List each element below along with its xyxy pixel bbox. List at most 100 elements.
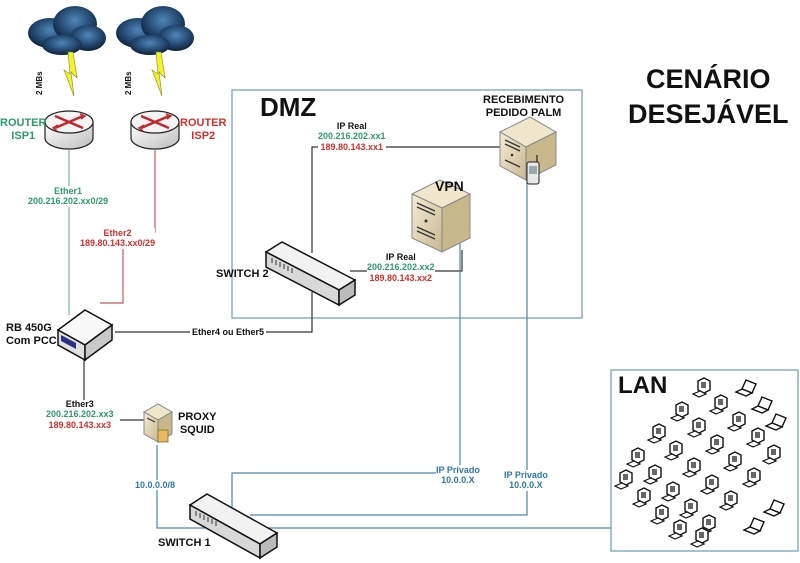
vpn-real-ip-green: 200.216.202.xx2: [367, 262, 435, 273]
proxy-label: PROXY SQUID: [178, 411, 217, 436]
lan-laptop-icon: [750, 396, 773, 414]
lan-zone: [610, 369, 799, 552]
cloud-icon: [28, 6, 106, 55]
diagram-title: CENÁRIO DESEJÁVEL: [628, 62, 789, 131]
vpn-private-heading: IP Privado: [436, 465, 480, 475]
ether3-label: Ether3 200.216.202.xx3 189.80.143.xx3: [46, 399, 114, 430]
vpn-private-ip: 10.0.0.X: [441, 475, 475, 486]
switch-2-label: SWITCH 2: [216, 268, 269, 280]
ether1-ip: 200.216.202.xx0/29: [28, 196, 109, 207]
title-line1: CENÁRIO: [646, 64, 771, 94]
palm-real-ip-green: 200.216.202.xx1: [318, 131, 386, 142]
palm-private-ip: 10.0.0.X: [509, 480, 543, 491]
router-isp1-label: ROUTER ISP1: [0, 117, 46, 142]
vpn-real-ip-label: IP Real 200.216.202.xx2 189.80.143.xx2: [367, 252, 435, 283]
vpn-real-ip-red: 189.80.143.xx2: [369, 272, 433, 283]
router-isp2-label: ROUTER ISP2: [180, 117, 226, 142]
palm-real-heading: IP Real: [336, 121, 367, 131]
lan-laptop-icon: [762, 499, 785, 517]
ether2-name: Ether2: [103, 228, 132, 238]
vpn-real-heading: IP Real: [385, 252, 416, 262]
lan-desktop-icon: [726, 411, 746, 432]
router-isp2-line2: ISP2: [191, 129, 216, 142]
rb450g-line1: RB 450G: [6, 322, 52, 334]
lan-desktop-icon: [745, 427, 765, 448]
lan-desktop-icon: [660, 481, 680, 502]
rb450g-label: RB 450G Com PCC: [6, 322, 57, 347]
lan-desktop-icon: [646, 423, 666, 444]
lan-laptop-icon: [742, 517, 765, 535]
connections: [68, 146, 611, 529]
lan-desktop-icon: [649, 504, 669, 525]
link-isp2-rb: [100, 150, 156, 304]
switch-1-label: SWITCH 1: [158, 537, 211, 549]
link-proxy-switch1: [156, 445, 205, 529]
palm-server-label: RECEBIMENTO PEDIDO PALM: [483, 94, 564, 119]
dmz-label: DMZ: [260, 92, 317, 122]
lightning-icon: [63, 51, 78, 97]
proxy-line2: SQUID: [179, 423, 215, 436]
lan-desktop-icon: [625, 447, 645, 468]
ether2-label: Ether2 189.80.143.xx0/29: [80, 228, 156, 249]
palm-private-ip-label: IP Privado 10.0.0.X: [504, 470, 548, 491]
ether3-name: Ether3: [65, 399, 94, 409]
router-isp1-icon: [44, 110, 94, 150]
rb450g-line2: Com PCC: [6, 334, 57, 347]
palm-real-ip-red: 189.80.143.xx1: [318, 141, 386, 153]
palm-device-icon: [526, 155, 540, 185]
cloud-icon: [116, 6, 194, 55]
link-switch2-palm: [311, 146, 520, 253]
router-isp2-line1: ROUTER: [180, 117, 227, 129]
lan-desktop-icon: [704, 434, 724, 455]
isp2-speed-label: 2 MBs: [124, 71, 133, 95]
lan-desktop-icon: [686, 417, 706, 438]
switch-2-icon: [264, 241, 357, 307]
palm-line1: RECEBIMENTO: [483, 94, 565, 106]
dmz-zone: [231, 89, 583, 319]
palm-real-ip-label: IP Real 200.216.202.xx1 189.80.143.xx1: [318, 121, 386, 153]
link-switch1-vpn: [231, 240, 461, 510]
rb450g-router-icon: [56, 309, 114, 362]
lan-desktop-icon: [718, 490, 738, 511]
lan-label: LAN: [618, 372, 668, 399]
lan-desktop-icon: [669, 401, 689, 422]
link-switch1-palm: [250, 178, 528, 516]
lan-laptop-icon: [764, 413, 787, 431]
ether1-label: Ether1 200.216.202.xx0/29: [28, 186, 109, 207]
palm-server-icon: [498, 116, 558, 181]
proxy-server-icon: [142, 403, 174, 443]
ether3-ip-red: 189.80.143.xx3: [48, 419, 112, 430]
lan-desktop-icon: [631, 487, 651, 508]
vpn-private-ip-label: IP Privado 10.0.0.X: [436, 465, 480, 486]
lan-net-label: 10.0.0.0/8: [135, 480, 176, 491]
lan-desktop-icon: [642, 464, 662, 485]
router-isp2-icon: [130, 110, 180, 150]
router-isp1-line1: ROUTER: [0, 117, 47, 129]
router-isp1-line2: ISP1: [11, 129, 36, 142]
link-rb-switch2: [115, 292, 313, 333]
lan-desktop-icon: [691, 377, 711, 398]
lan-desktop-icon: [667, 519, 687, 540]
vpn-server-label: VPN: [435, 178, 464, 194]
switch-1-icon: [188, 493, 279, 560]
lan-laptop-icon: [734, 379, 757, 397]
isp1-speed-label: 2 MBs: [35, 71, 44, 95]
lan-desktop-icon: [699, 474, 719, 495]
ether45-label: Ether4 ou Ether5: [190, 327, 267, 338]
lan-desktop-icon: [678, 498, 698, 519]
lan-desktop-icon: [681, 457, 701, 478]
title-line2: DESEJÁVEL: [628, 98, 789, 129]
vpn-server-icon: [410, 179, 472, 253]
proxy-line1: PROXY: [178, 411, 217, 423]
lan-desktop-icon: [722, 451, 742, 472]
palm-line2: PEDIDO PALM: [485, 106, 562, 119]
ether1-name: Ether1: [54, 186, 83, 196]
lightning-icon: [151, 51, 166, 97]
lan-desktop-icon: [708, 394, 728, 415]
lan-desktop-icon: [689, 527, 709, 548]
lan-devices: [613, 377, 787, 548]
lan-desktop-icon: [761, 444, 781, 465]
ether3-ip-green: 200.216.202.xx3: [46, 409, 114, 420]
palm-private-heading: IP Privado: [504, 470, 548, 480]
